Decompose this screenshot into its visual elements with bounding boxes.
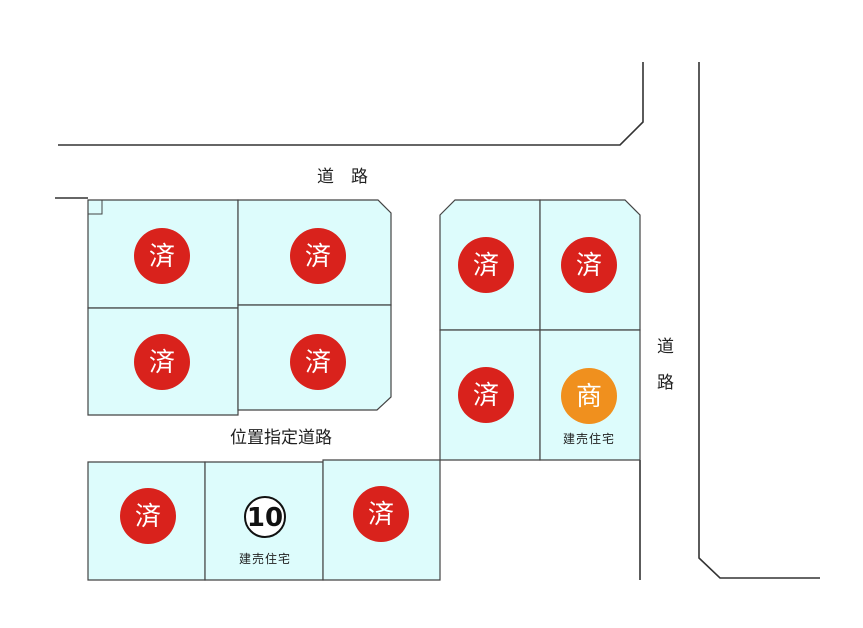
lot-8[interactable]: 商 建売住宅 xyxy=(561,368,617,446)
lot-6[interactable]: 済 xyxy=(561,237,617,293)
lot-7[interactable]: 済 xyxy=(458,367,514,423)
sold-badge xyxy=(353,486,409,542)
sold-badge-label: 済 xyxy=(135,502,161,532)
sold-badge-label: 済 xyxy=(473,381,499,411)
sold-badge xyxy=(561,237,617,293)
lot-number-badge xyxy=(244,496,286,538)
sold-badge-label: 済 xyxy=(149,242,175,272)
lot-3[interactable]: 済 xyxy=(134,334,190,390)
lot-2[interactable]: 済 xyxy=(290,228,346,284)
right-road-label-top: 道 xyxy=(657,337,674,357)
sold-badge xyxy=(290,334,346,390)
sold-badge-label: 済 xyxy=(305,242,331,272)
sold-badge-label: 済 xyxy=(149,348,175,378)
sold-badge xyxy=(458,367,514,423)
private-road-label: 位置指定道路 xyxy=(230,428,332,448)
lot-4[interactable]: 済 xyxy=(290,334,346,390)
right-road-label-bottom: 路 xyxy=(657,373,674,393)
sold-badge-label: 済 xyxy=(368,500,394,530)
sold-badge-label: 済 xyxy=(576,251,602,281)
top-road-upper-edge xyxy=(58,62,644,146)
top-road-label: 道 路 xyxy=(317,167,368,187)
negotiating-badge xyxy=(561,368,617,424)
sold-badge xyxy=(120,488,176,544)
sold-badge-label: 済 xyxy=(305,348,331,378)
lot-5[interactable]: 済 xyxy=(458,237,514,293)
sold-badge-label: 済 xyxy=(473,251,499,281)
negotiating-badge-label: 商 xyxy=(576,382,602,412)
lot-1[interactable]: 済 xyxy=(134,228,190,284)
lot-11[interactable]: 済 xyxy=(353,486,409,542)
house-type-label: 建売住宅 xyxy=(239,551,291,566)
corner-cut-marker xyxy=(87,199,103,215)
lot-9[interactable]: 済 xyxy=(120,488,176,544)
sold-badge xyxy=(290,228,346,284)
sold-badge xyxy=(134,228,190,284)
house-type-label: 建売住宅 xyxy=(563,431,615,446)
right-road-edge xyxy=(698,62,820,579)
sold-badge xyxy=(134,334,190,390)
lot-number-label: 10 xyxy=(247,503,283,533)
lot-10[interactable]: 10 建売住宅 xyxy=(239,496,291,566)
sold-badge xyxy=(458,237,514,293)
